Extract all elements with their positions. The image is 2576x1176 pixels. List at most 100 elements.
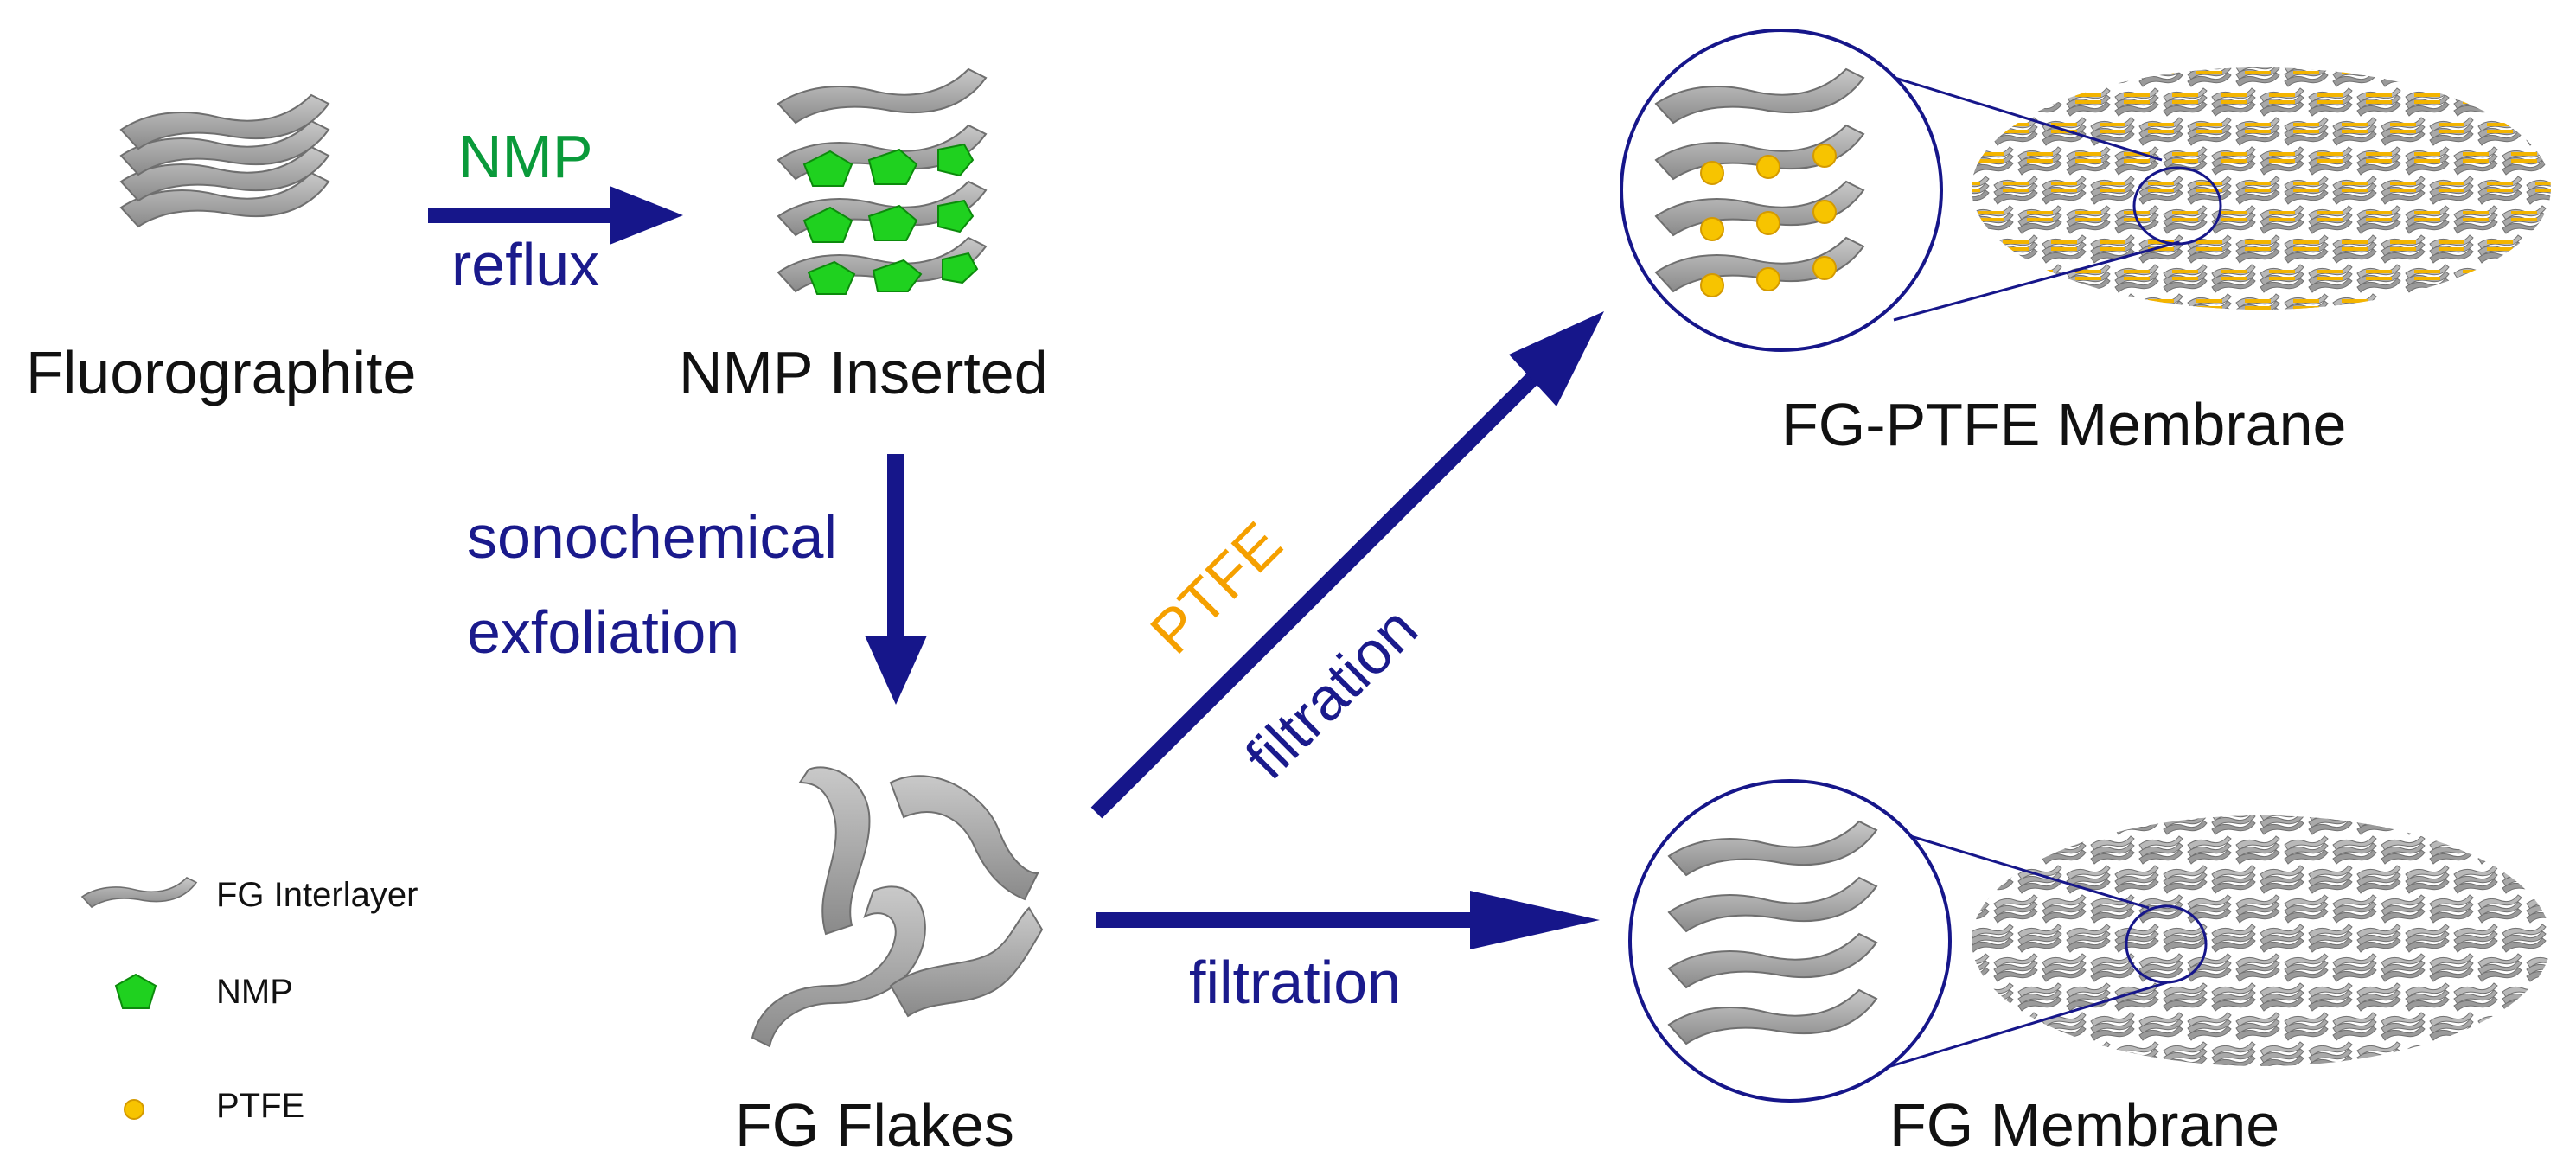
membrane-tile [2018, 983, 2061, 1011]
membrane-tile [2188, 235, 2231, 263]
membrane-tile [2285, 59, 2328, 86]
nmp-inserted-stack-icon [777, 68, 987, 295]
membrane-tile [2454, 983, 2497, 1011]
membrane-tile [2115, 924, 2158, 952]
membrane-tile [2309, 88, 2352, 116]
membrane-tile [2042, 118, 2086, 145]
membrane-tile [2042, 59, 2086, 86]
membrane-tile [2478, 1013, 2522, 1040]
membrane-tile [2527, 836, 2570, 864]
membrane-tile [2236, 235, 2279, 263]
membrane-tile [2285, 895, 2328, 923]
membrane-tile [2091, 294, 2134, 322]
membrane-tile [1970, 866, 2013, 893]
fg-interlayer-icon [81, 877, 197, 908]
membrane-tile [2381, 118, 2425, 145]
membrane-tile [2285, 235, 2328, 263]
arrow-sonochemical-exfoliation [865, 454, 927, 705]
membrane-tile [2430, 895, 2473, 923]
membrane-tile [2357, 147, 2400, 175]
membrane-tile [2502, 983, 2546, 1011]
membrane-tile [2309, 866, 2352, 893]
membrane-tile [2042, 294, 2086, 322]
membrane-tile [1970, 147, 2013, 175]
membrane-tile [1994, 954, 2037, 981]
membrane-tile [2236, 294, 2279, 322]
membrane-tile [2164, 265, 2207, 292]
membrane-tile [2430, 176, 2473, 204]
membrane-tile [2091, 895, 2134, 923]
membrane-tile [2212, 807, 2255, 834]
membrane-tile [2236, 895, 2279, 923]
membrane-tile [2406, 88, 2449, 116]
membrane-tile [2164, 206, 2207, 233]
exfoliation-label: exfoliation [467, 598, 739, 666]
membrane-tile [2551, 265, 2576, 292]
membrane-tile [2139, 235, 2183, 263]
membrane-tile [2527, 895, 2570, 923]
membrane-tile [2551, 206, 2576, 233]
membrane-tile [2406, 1042, 2449, 1070]
membrane-tile [2502, 1042, 2546, 1070]
membrane-tile [1970, 206, 2013, 233]
membrane-tile [2018, 206, 2061, 233]
membrane-tile [2042, 1013, 2086, 1040]
membrane-tile [1946, 235, 1989, 263]
membrane-tile [2067, 807, 2110, 834]
membrane-tile [2212, 866, 2255, 893]
membrane-tile [2406, 206, 2449, 233]
nmp-inserted-label: NMP Inserted [679, 339, 1048, 406]
membrane-tile [2164, 983, 2207, 1011]
fg-ptfe-membrane-sheet [1921, 59, 2576, 322]
membrane-tile [2115, 866, 2158, 893]
membrane-tile [2333, 176, 2376, 204]
membrane-tile [2406, 983, 2449, 1011]
membrane-tile [2164, 866, 2207, 893]
membrane-tile [2309, 924, 2352, 952]
membrane-tile [1994, 176, 2037, 204]
membrane-tile [1946, 118, 1989, 145]
fg-flakes-icon [751, 766, 1044, 1048]
membrane-tile [2333, 59, 2376, 86]
membrane-tile [2236, 1013, 2279, 1040]
membrane-tile [2430, 235, 2473, 263]
membrane-tile [2115, 88, 2158, 116]
membrane-tile [2236, 836, 2279, 864]
membrane-tile [2188, 59, 2231, 86]
membrane-tile [2285, 176, 2328, 204]
membrane-tile [2018, 1042, 2061, 1070]
membrane-tile [1970, 924, 2013, 952]
membrane-tile [2212, 924, 2255, 952]
membrane-tile [2115, 807, 2158, 834]
membrane-tile [2309, 983, 2352, 1011]
membrane-tile [2067, 265, 2110, 292]
membrane-tile [2018, 265, 2061, 292]
membrane-tile [2527, 59, 2570, 86]
membrane-tile [2067, 88, 2110, 116]
membrane-tile [1994, 836, 2037, 864]
membrane-tile [2188, 294, 2231, 322]
membrane-tile [2551, 983, 2576, 1011]
membrane-tile [2260, 147, 2304, 175]
membrane-tile [2527, 294, 2570, 322]
membrane-tile [2406, 924, 2449, 952]
membrane-tile [2309, 206, 2352, 233]
membrane-tile [2381, 59, 2425, 86]
legend-label-ptfe: PTFE [216, 1087, 304, 1125]
membrane-tile [2357, 265, 2400, 292]
membrane-tile [2406, 866, 2449, 893]
membrane-tile [1994, 1013, 2037, 1040]
membrane-tile [2285, 294, 2328, 322]
membrane-tile [2212, 147, 2255, 175]
membrane-tile [2042, 836, 2086, 864]
membrane-tile [2139, 59, 2183, 86]
membrane-tile [2527, 954, 2570, 981]
membrane-tile [2333, 895, 2376, 923]
membrane-tile [2309, 807, 2352, 834]
membrane-tile [2042, 235, 2086, 263]
membrane-tile [2212, 265, 2255, 292]
membrane-tile [2115, 1042, 2158, 1070]
reflux-condition-label: reflux [451, 231, 599, 298]
membrane-tile [2478, 118, 2522, 145]
membrane-tile [2042, 176, 2086, 204]
